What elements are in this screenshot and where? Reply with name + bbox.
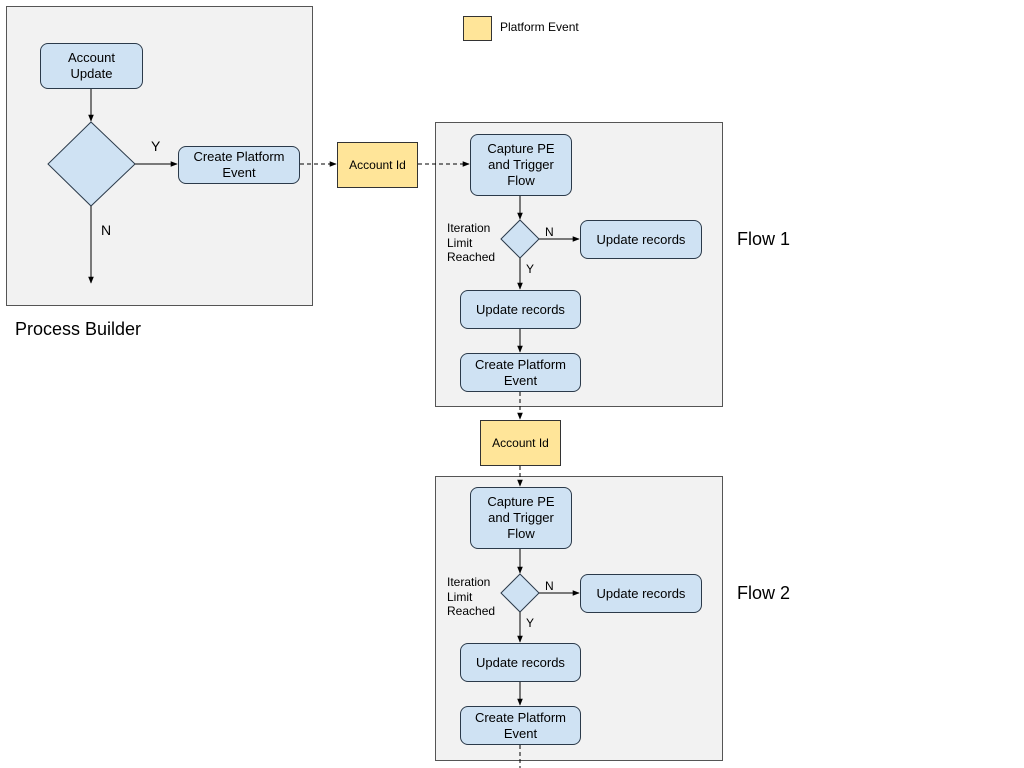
flow1-update-records-no-node: Update records: [580, 220, 702, 259]
flow2-update-records-yes-node: Update records: [460, 643, 581, 682]
legend-label: Platform Event: [500, 20, 579, 34]
process-builder-title: Process Builder: [15, 319, 142, 339]
pb-account-update-node: Account Update: [40, 43, 143, 89]
flow1-create-platform-event-node: Create Platform Event: [460, 353, 581, 392]
flow1-condition-label: Iteration Limit Reached: [447, 221, 496, 264]
flow1-yes-label: Y: [526, 262, 535, 276]
account-id-event-1: Account Id: [337, 142, 418, 188]
flow2-yes-label: Y: [526, 616, 535, 630]
flow2-no-label: N: [545, 579, 554, 593]
flow2-update-records-no-node: Update records: [580, 574, 702, 613]
flow2-capture-node: Capture PE and Trigger Flow: [470, 487, 572, 549]
pb-yes-label: Y: [151, 138, 161, 154]
flow1-update-records-yes-node: Update records: [460, 290, 581, 329]
flow-1-title: Flow 1: [737, 229, 791, 249]
flow1-capture-node: Capture PE and Trigger Flow: [470, 134, 572, 196]
flow2-condition-label: Iteration Limit Reached: [447, 575, 496, 618]
flow2-create-platform-event-node: Create Platform Event: [460, 706, 581, 745]
flow-2-title: Flow 2: [737, 583, 791, 603]
legend-swatch: [463, 16, 492, 41]
pb-no-label: N: [101, 222, 112, 238]
pb-create-platform-event-node: Create Platform Event: [178, 146, 300, 184]
account-id-event-2: Account Id: [480, 420, 561, 466]
flow1-no-label: N: [545, 225, 554, 239]
